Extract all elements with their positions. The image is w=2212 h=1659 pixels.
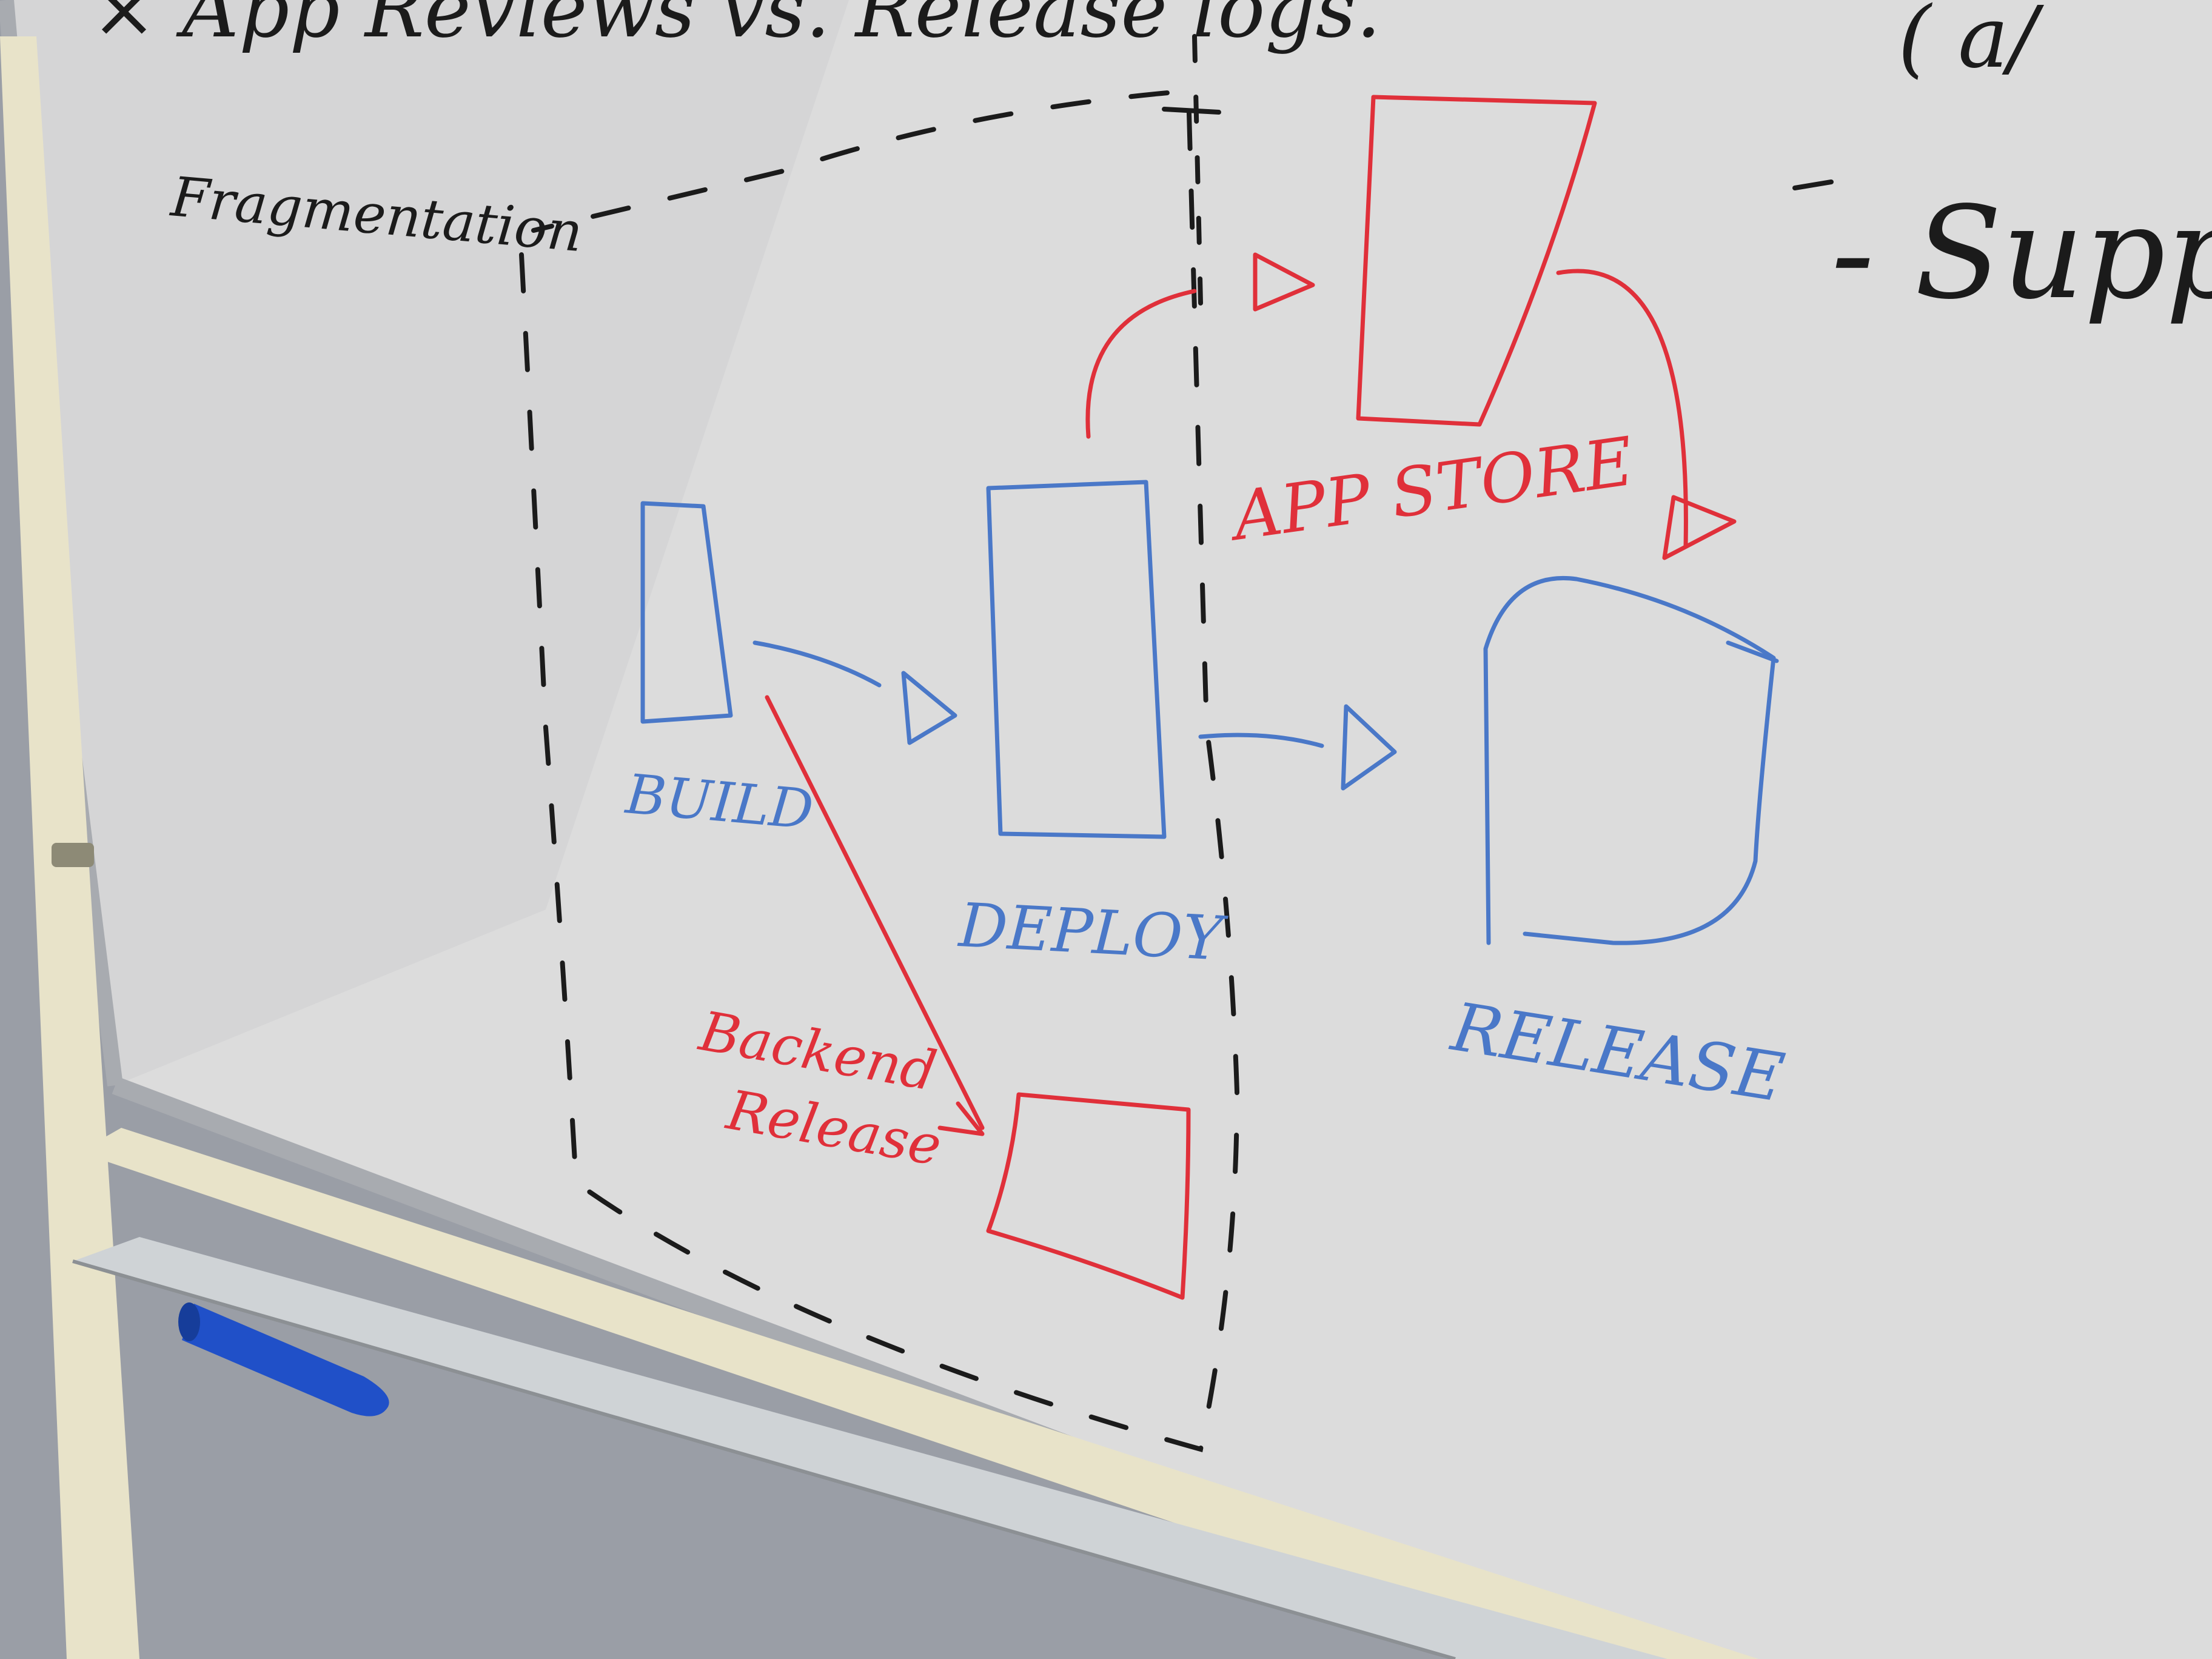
- deploy-box: [986, 480, 1167, 839]
- backend-arrow-head: [937, 1101, 985, 1136]
- build-box: [640, 501, 733, 724]
- tray-edge: [72, 1259, 1456, 1659]
- store-boundary-line: [1192, 34, 1203, 306]
- build-to-backend-arrow: [765, 695, 985, 1130]
- marker-tray: [73, 1237, 1667, 1659]
- appstore-arrow-head: [1253, 252, 1315, 312]
- deploy-arrow-head: [1341, 704, 1397, 791]
- build-arrow-head: [901, 671, 957, 745]
- deploy-to-appstore-arrow: [1085, 289, 1197, 439]
- board-shading: [0, 0, 849, 1085]
- board-corner-fragment: ( a/: [1898, 0, 2045, 87]
- build-to-deploy-arrow: [752, 640, 882, 688]
- board-right-fragment: - Supp: [1831, 179, 2212, 327]
- app-store-box: [1356, 95, 1597, 427]
- deploy-to-release-arrow: [1198, 732, 1324, 748]
- board-top-line: × App Reviews vs. Release logs.: [91, 0, 1381, 55]
- fragmentation-boundary: [519, 88, 1240, 1453]
- whiteboard-marker-icon[interactable]: [178, 1302, 389, 1416]
- release-arrow-head: [1662, 495, 1737, 560]
- deploy-label: DEPLOY: [956, 890, 1229, 974]
- backend-release-box: [986, 1092, 1191, 1300]
- stand-clip: [52, 843, 94, 867]
- stand-lower-rail: [79, 1128, 1758, 1659]
- appstore-to-release-arrow: [1556, 269, 1688, 548]
